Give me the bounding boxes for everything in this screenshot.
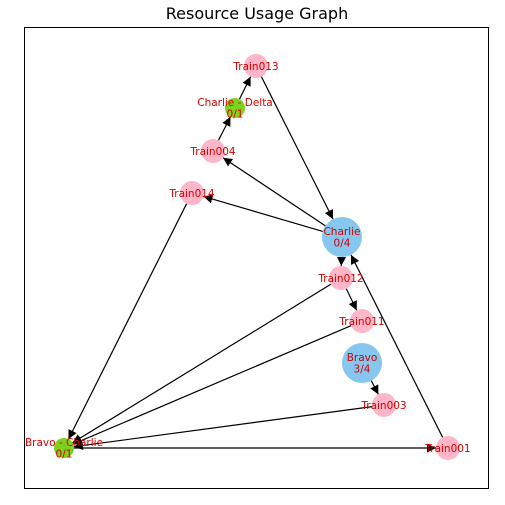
edge-charlie-delta-to-train013 (238, 76, 252, 100)
node-train014[interactable] (180, 181, 204, 205)
node-label-train003: Train003 (360, 400, 406, 412)
edge-train011-to-bravo-charlie (72, 325, 352, 445)
node-label-train014: Train014 (168, 188, 215, 200)
node-bravo[interactable] (342, 343, 382, 383)
node-label-train013: Train013 (232, 61, 278, 73)
nodes-layer (54, 54, 460, 460)
edge-train013-to-charlie (260, 76, 334, 220)
edge-bravo-to-train003 (370, 380, 379, 395)
node-train003[interactable] (372, 393, 396, 417)
node-train012[interactable] (329, 266, 353, 290)
edge-train012-to-bravo-charlie (72, 283, 332, 444)
node-train004[interactable] (201, 139, 225, 163)
edge-charlie-to-train004 (222, 157, 326, 227)
edge-charlie-to-train014 (203, 194, 323, 232)
node-label-train012: Train012 (317, 273, 363, 285)
edge-train004-to-charlie-delta (217, 116, 231, 141)
node-train001[interactable] (436, 436, 460, 460)
node-train013[interactable] (244, 54, 268, 78)
node-train011[interactable] (350, 309, 374, 333)
node-charlie-delta[interactable] (225, 98, 245, 118)
node-charlie[interactable] (322, 217, 362, 257)
plot-frame (24, 27, 489, 489)
edge-train012-to-train011 (345, 288, 358, 311)
edge-train003-to-bravo-charlie (73, 406, 373, 450)
node-label-train001: Train001 (424, 443, 470, 455)
node-label-train004: Train004 (189, 146, 236, 158)
graph-title: Resource Usage Graph (166, 4, 348, 23)
node-label-train011: Train011 (338, 316, 384, 328)
edges-layer (67, 76, 444, 453)
edge-train001-to-charlie (350, 254, 444, 438)
edge-train014-to-bravo-charlie (67, 203, 188, 440)
node-bravo-charlie[interactable] (54, 438, 74, 458)
